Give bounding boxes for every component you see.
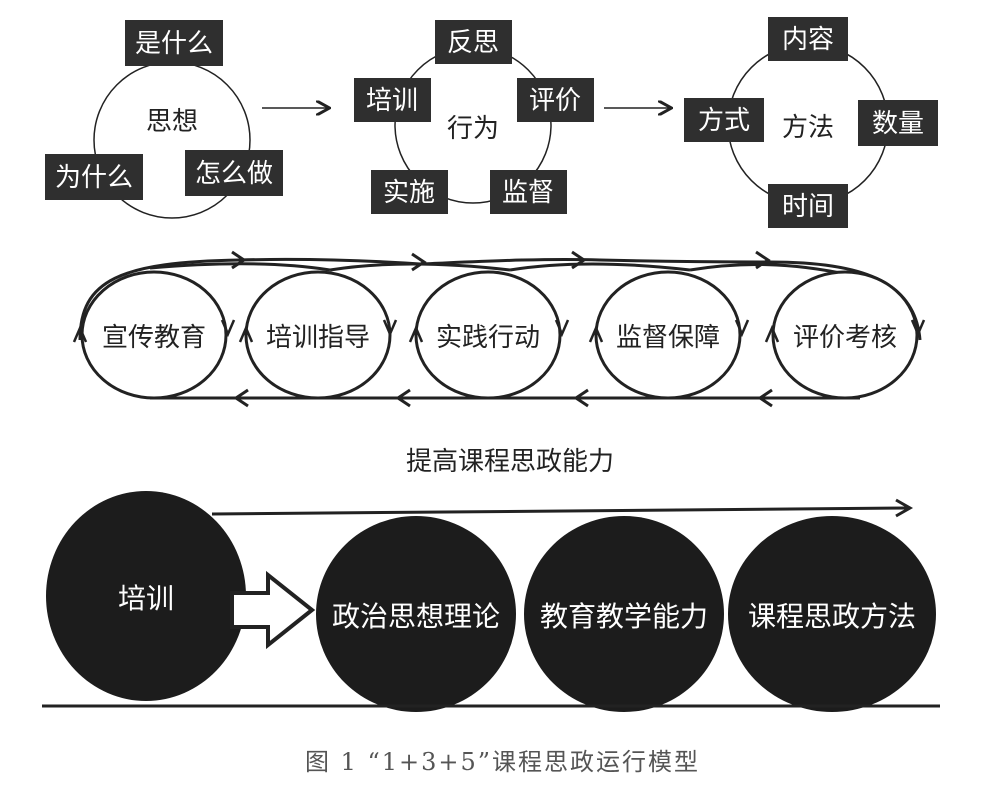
- box-evaluate: 评价: [517, 78, 594, 122]
- box-quantity: 数量: [858, 100, 938, 146]
- box-mode: 方式: [684, 98, 764, 142]
- behavior-group: 行为 反思 培训 评价 实施 监督: [354, 20, 594, 214]
- stage-label-4: 监督保障: [616, 323, 720, 353]
- cycle-top-arc-inner: [149, 262, 851, 277]
- method-group: 方法 内容 方式 数量 时间: [684, 17, 938, 228]
- svg-text:实施: 实施: [383, 178, 435, 208]
- svg-text:评价: 评价: [529, 86, 581, 116]
- svg-text:反思: 反思: [447, 28, 499, 58]
- behavior-center-label: 行为: [447, 114, 499, 144]
- hollow-arrow: [230, 570, 316, 650]
- item-circle-3: [728, 516, 936, 712]
- svg-text:怎么做: 怎么做: [195, 159, 273, 189]
- svg-text:培训: 培训: [366, 86, 418, 116]
- cycle-row: 宣传教育 培训指导 实践行动 监督保障 评价考核: [72, 250, 926, 408]
- svg-text:为什么: 为什么: [55, 163, 133, 193]
- cycle-subtitle: 提高课程思政能力: [406, 447, 614, 477]
- box-supervise: 监督: [490, 170, 567, 214]
- cycle-top-arc: [78, 257, 922, 341]
- box-reflect: 反思: [435, 20, 512, 64]
- stage-label-5: 评价考核: [793, 323, 897, 353]
- training-circle: [46, 491, 246, 701]
- box-what: 是什么: [125, 20, 223, 66]
- svg-text:方式: 方式: [698, 106, 750, 136]
- figure-caption: 图 1 “1+3+5”课程思政运行模型: [304, 748, 701, 776]
- training-label: 培训: [118, 582, 174, 615]
- box-why: 为什么: [45, 154, 143, 200]
- box-content: 内容: [768, 17, 848, 61]
- item-label-3: 课程思政方法: [748, 600, 916, 633]
- stage-circle-5: [771, 270, 919, 400]
- item-circle-1: [316, 516, 516, 712]
- svg-text:监督: 监督: [502, 178, 554, 208]
- stage-label-3: 实践行动: [436, 323, 540, 353]
- long-arrow-head: [895, 498, 914, 518]
- box-time: 时间: [768, 184, 848, 228]
- svg-text:是什么: 是什么: [135, 29, 213, 59]
- stage-circle-4: [594, 270, 742, 400]
- diagram-canvas: 思想 是什么 为什么 怎么做 行为 反思 培训 评价: [42, 17, 940, 712]
- stage-label-1: 宣传教育: [102, 323, 206, 353]
- svg-text:时间: 时间: [782, 192, 834, 222]
- method-center-label: 方法: [782, 113, 834, 143]
- thought-center-label: 思想: [146, 107, 198, 137]
- box-training: 培训: [354, 78, 431, 122]
- thought-group: 思想 是什么 为什么 怎么做: [45, 20, 283, 219]
- box-implement: 实施: [371, 170, 448, 214]
- stage-circle-3: [414, 270, 562, 400]
- stage-label-2: 培训指导: [266, 323, 370, 353]
- item-circle-2: [524, 516, 724, 712]
- svg-text:数量: 数量: [872, 109, 924, 139]
- bottom-row: 培训 政治思想理论 教育教学能力 课程思政方法: [42, 491, 940, 712]
- item-label-1: 政治思想理论: [332, 600, 500, 633]
- long-arrow-line: [211, 506, 909, 516]
- box-how: 怎么做: [185, 150, 283, 196]
- svg-text:内容: 内容: [782, 25, 834, 55]
- item-label-2: 教育教学能力: [540, 600, 708, 633]
